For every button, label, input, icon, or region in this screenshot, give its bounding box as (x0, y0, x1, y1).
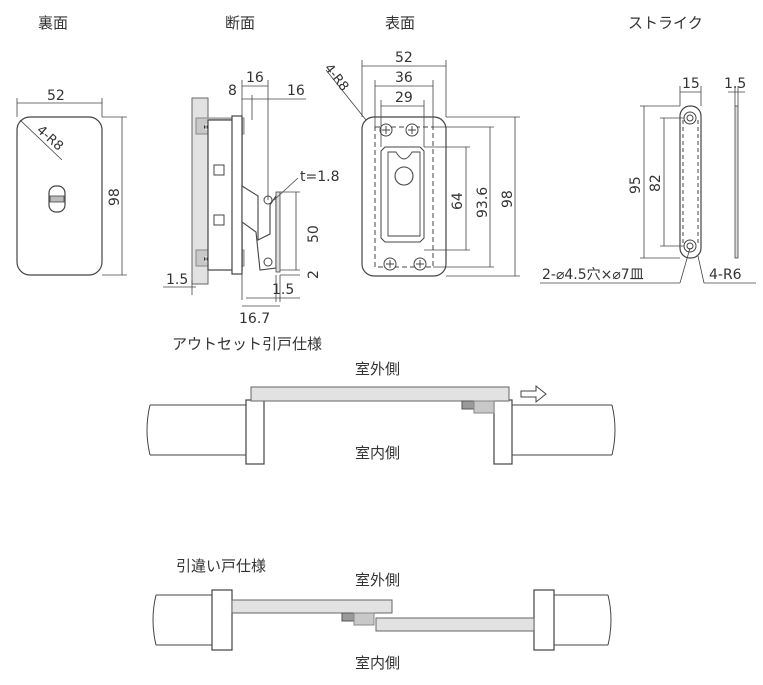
bypass-diagram: 引違い戸仕様 室外側 室内側 (152, 557, 612, 672)
section-d16b-label: 16 (287, 83, 305, 99)
bypass-caption: 引違い戸仕様 (176, 557, 266, 575)
front-screw-br (413, 257, 427, 271)
section-d167-label: 16.7 (239, 311, 270, 327)
bypass-outside-label: 室外側 (355, 571, 400, 589)
section-d8-label: 8 (228, 83, 237, 99)
outset-diagram: アウトセット引戸仕様 室外側 室内側 (146, 335, 616, 465)
section-pivot-bottom (263, 257, 273, 267)
section-tab-a (213, 164, 225, 176)
outset-door-panel (250, 386, 510, 402)
title-back: 裏面 (38, 14, 68, 32)
outset-lock (461, 400, 475, 410)
title-strike: ストライク (628, 14, 703, 32)
outset-inside-label: 室内側 (355, 444, 400, 462)
section-d15a-label: 1.5 (166, 272, 188, 288)
front-h64-label: 64 (450, 192, 466, 210)
front-screw-tr (405, 123, 419, 137)
section-d16a-label: 16 (246, 70, 264, 86)
back-latch-bar (49, 195, 65, 203)
front-keyhole (394, 166, 414, 186)
bypass-lock-body (353, 612, 375, 626)
bypass-left-frame (211, 589, 233, 651)
bypass-lock (341, 612, 355, 622)
front-window-inner (387, 151, 421, 237)
title-front: 表面 (385, 14, 415, 32)
strike-profile (734, 105, 739, 259)
front-radius-label: 4-R8 (321, 61, 351, 94)
section-d2-label: 2 (306, 270, 322, 279)
section-strike (275, 191, 281, 273)
outset-lock-body (473, 400, 495, 414)
bypass-outer-door (231, 599, 393, 614)
section-tab-b (213, 214, 225, 226)
front-w36-label: 36 (395, 70, 413, 86)
front-window (380, 146, 425, 243)
strike-view: 15 1.5 95 82 2-⌀4.5穴×⌀7皿 4-R6 (540, 76, 756, 284)
strike-hole-label: 2-⌀4.5穴×⌀7皿 (542, 267, 644, 283)
title-section: 断面 (225, 14, 255, 32)
section-view: 16 8 16 t=1.8 50 2 1.5 1.5 16.7 (163, 70, 339, 327)
strike-t15-label: 1.5 (724, 76, 746, 92)
strike-h82-label: 82 (648, 174, 664, 192)
section-thickness-label: t=1.8 (300, 169, 339, 185)
front-h936-label: 93.6 (475, 187, 491, 218)
outset-slide-arrow-icon (520, 384, 547, 404)
bypass-right-frame (533, 589, 555, 651)
front-h98-label: 98 (500, 190, 516, 208)
back-width-label: 52 (47, 88, 65, 104)
outset-left-frame (245, 399, 265, 465)
back-height-label: 98 (107, 188, 123, 206)
outset-right-frame (493, 399, 513, 465)
bypass-inside-label: 室内側 (355, 654, 400, 672)
front-body-outline (374, 126, 434, 268)
bypass-inner-door (375, 617, 535, 632)
front-screw-tl (379, 123, 393, 137)
front-w29-label: 29 (395, 90, 413, 106)
strike-h95-label: 95 (628, 176, 644, 194)
outset-caption: アウトセット引戸仕様 (172, 335, 322, 353)
section-faceplate (231, 115, 243, 275)
strike-radius-label: 4-R6 (709, 267, 742, 283)
back-view: 52 98 4-R8 (16, 88, 127, 276)
front-view: 52 36 29 4-R8 64 93.6 98 (321, 50, 520, 277)
section-d15b-label: 1.5 (272, 282, 294, 298)
outset-outside-label: 室外側 (355, 360, 400, 378)
front-screw-bl (383, 257, 397, 271)
front-w52-label: 52 (395, 50, 413, 66)
section-d50-label: 50 (306, 225, 322, 243)
strike-w15-label: 15 (682, 76, 700, 92)
strike-plate (679, 105, 702, 259)
